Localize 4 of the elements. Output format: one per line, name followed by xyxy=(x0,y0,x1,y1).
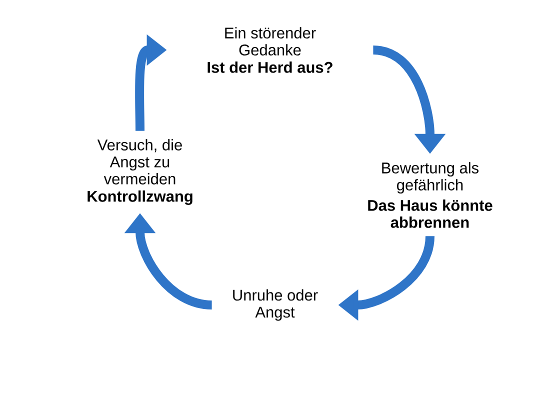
node-text: Bewertung als gefährlich Das Haus könnte abbrennen xyxy=(368,162,492,228)
node-text: Ein störender Gedanke Ist der Herd aus? xyxy=(208,27,332,73)
node-text: Versuch, die Angst zu vermeiden Kontrollzwang xyxy=(88,139,192,205)
node-text: Unruhe oder Angst xyxy=(233,289,318,321)
